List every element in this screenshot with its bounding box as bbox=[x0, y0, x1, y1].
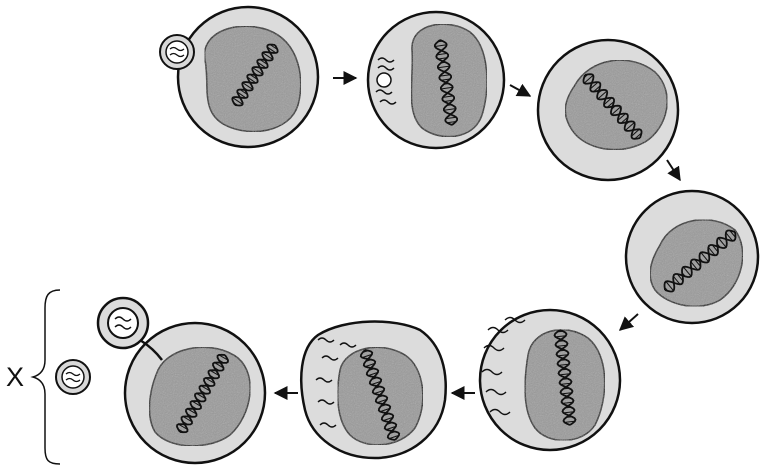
virus-capsid-1 bbox=[166, 41, 188, 63]
nucleus-1 bbox=[205, 26, 301, 131]
stage-5-transcription bbox=[480, 310, 620, 450]
label-x: X bbox=[6, 362, 24, 393]
released-virus bbox=[56, 360, 90, 394]
stage-2-entry bbox=[368, 12, 504, 148]
uncoating-capsid-2 bbox=[377, 73, 391, 87]
stage-3-integration bbox=[538, 40, 678, 180]
stage-6-assembly bbox=[301, 322, 445, 458]
stage-4-provirus bbox=[626, 191, 758, 323]
budding-virus-capsid bbox=[108, 308, 138, 338]
arrow-3 bbox=[667, 160, 680, 180]
stage-1-attachment bbox=[160, 7, 318, 147]
arrow-4 bbox=[620, 314, 638, 330]
stage-7-budding bbox=[98, 298, 265, 463]
arrow-2 bbox=[510, 85, 530, 96]
